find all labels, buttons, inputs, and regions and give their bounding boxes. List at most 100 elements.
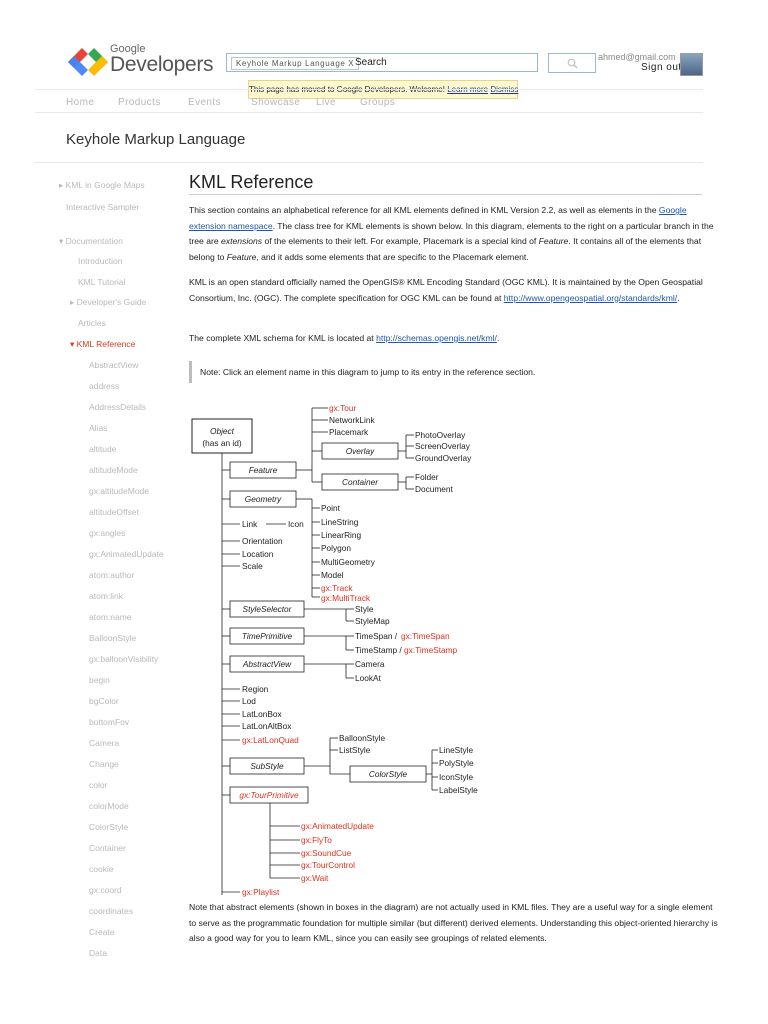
diagram-tour[interactable]: gx:Tour [329,403,356,413]
diagram-networklink[interactable]: NetworkLink [329,415,376,425]
diagram-polygon[interactable]: Polygon [321,543,351,553]
diagram-track[interactable]: gx:Track [321,583,353,593]
diagram-container[interactable]: Container [342,477,379,487]
diagram-liststyle[interactable]: ListStyle [339,745,371,755]
sidebar-item-introduction[interactable]: Introduction [78,256,123,266]
search-input[interactable]: Keyhole Markup Language X Search [226,53,538,72]
sidebar-item-documentation[interactable]: ▾ Documentation [59,236,123,246]
diagram-timeprimitive[interactable]: TimePrimitive [242,631,293,641]
sidebar-item-address[interactable]: address [89,381,120,391]
diagram-colorstyle[interactable]: ColorStyle [369,769,408,779]
sidebar-item-altitudemode[interactable]: altitudeMode [89,465,138,475]
nav-showcase[interactable]: Showcase [251,97,301,108]
diagram-abstractview[interactable]: AbstractView [242,659,292,669]
diagram-wait[interactable]: gx:Wait [301,873,329,883]
diagram-linestyle[interactable]: LineStyle [439,745,474,755]
diagram-model[interactable]: Model [321,570,344,580]
sidebar-item-gx-angles[interactable]: gx:angles [89,528,126,538]
sidebar-item-cookie[interactable]: cookie [89,864,114,874]
diagram-gx-timestamp[interactable]: gx:TimeStamp [404,645,458,655]
diagram-timestamp[interactable]: TimeStamp / [355,645,402,655]
diagram-tourprimitive[interactable]: gx:TourPrimitive [239,790,299,800]
sidebar-item-balloonstyle[interactable]: BalloonStyle [89,633,137,643]
diagram-substyle[interactable]: SubStyle [250,761,284,771]
sign-out-link[interactable]: Sign out [641,62,682,73]
schema-link[interactable]: http://schemas.opengis.net/kml/ [376,333,497,343]
sidebar-item-bottomfov[interactable]: bottomFov [89,717,130,727]
diagram-scale[interactable]: Scale [242,561,263,571]
diagram-latlonaltbox[interactable]: LatLonAltBox [242,721,292,731]
sidebar-item-gx-animatedupdate[interactable]: gx:AnimatedUpdate [89,549,164,559]
diagram-labelstyle[interactable]: LabelStyle [439,785,478,795]
diagram-region[interactable]: Region [242,684,269,694]
sidebar-item-developers-guide[interactable]: ▸ Developer's Guide [70,297,147,307]
sidebar-item-kml-in-google-maps[interactable]: ▸ KML in Google Maps [59,180,145,190]
nav-live[interactable]: Live [316,97,336,108]
search-button[interactable] [548,53,596,73]
diagram-iconstyle[interactable]: IconStyle [439,772,474,782]
diagram-latlonquad[interactable]: gx:LatLonQuad [242,735,299,745]
diagram-linestring[interactable]: LineString [321,517,359,527]
diagram-multitrack[interactable]: gx:MultiTrack [321,593,371,603]
diagram-animatedupdate[interactable]: gx:AnimatedUpdate [301,821,374,831]
diagram-feature[interactable]: Feature [249,465,278,475]
diagram-latlonbox[interactable]: LatLonBox [242,709,283,719]
diagram-stylemap[interactable]: StyleMap [355,616,390,626]
sidebar-item-atom-link[interactable]: atom:link [89,591,124,601]
sidebar-item-addressdetails[interactable]: AddressDetails [89,402,147,412]
diagram-icon[interactable]: Icon [288,519,304,529]
search-scope-chip[interactable]: Keyhole Markup Language X [231,57,360,70]
diagram-lod[interactable]: Lod [242,696,256,706]
avatar[interactable] [680,53,703,76]
diagram-timespan[interactable]: TimeSpan / [355,631,398,641]
diagram-multigeometry[interactable]: MultiGeometry [321,557,376,567]
sidebar-item-altitude[interactable]: altitude [89,444,117,454]
sidebar-item-kml-tutorial[interactable]: KML Tutorial [78,277,126,287]
sidebar-item-color[interactable]: color [89,780,108,790]
sidebar-item-atom-name[interactable]: atom:name [89,612,132,622]
sidebar-item-create[interactable]: Create [89,927,115,937]
sidebar-item-colormode[interactable]: colorMode [89,801,129,811]
diagram-gx-timespan[interactable]: gx:TimeSpan [401,631,450,641]
nav-products[interactable]: Products [118,97,161,108]
sidebar-item-interactive-sampler[interactable]: Interactive Sampler [66,202,140,212]
diagram-document[interactable]: Document [415,484,454,494]
diagram-styleselector[interactable]: StyleSelector [243,604,293,614]
nav-groups[interactable]: Groups [360,97,396,108]
sidebar-item-alias[interactable]: Alias [89,423,108,433]
sidebar-item-gx-coord[interactable]: gx:coord [89,885,122,895]
diagram-style[interactable]: Style [355,604,374,614]
kml-class-tree-diagram[interactable]: Object (has an id) Feature Overlay Conta… [170,395,510,900]
nav-home[interactable]: Home [66,97,95,108]
diagram-playlist[interactable]: gx:Playlist [242,887,280,897]
sidebar-item-data[interactable]: Data [89,948,107,958]
diagram-overlay[interactable]: Overlay [346,446,375,456]
diagram-photooverlay[interactable]: PhotoOverlay [415,430,466,440]
nav-events[interactable]: Events [188,97,221,108]
sidebar-item-container[interactable]: Container [89,843,126,853]
diagram-camera[interactable]: Camera [355,659,385,669]
diagram-soundcue[interactable]: gx:SoundCue [301,848,352,858]
sidebar-item-camera[interactable]: Camera [89,738,120,748]
diagram-tourcontrol[interactable]: gx:TourControl [301,860,355,870]
diagram-object[interactable]: Object [210,426,235,436]
diagram-screenoverlay[interactable]: ScreenOverlay [415,441,471,451]
diagram-geometry[interactable]: Geometry [245,494,282,504]
diagram-point[interactable]: Point [321,503,341,513]
diagram-placemark[interactable]: Placemark [329,427,369,437]
sidebar-item-articles[interactable]: Articles [78,318,106,328]
diagram-lookat[interactable]: LookAt [355,673,382,683]
diagram-location[interactable]: Location [242,549,274,559]
google-extension-namespace-link[interactable]: Google extension namespace [189,205,687,231]
diagram-folder[interactable]: Folder [415,472,439,482]
sidebar-item-gx-balloonvisibility[interactable]: gx:balloonVisibility [89,654,159,664]
sidebar-item-colorstyle[interactable]: ColorStyle [89,822,129,832]
sidebar-item-gx-altitudemode[interactable]: gx:altitudeMode [89,486,150,496]
sidebar-item-abstractview[interactable]: AbstractView [89,360,139,370]
sidebar-item-change[interactable]: Change [89,759,119,769]
google-developers-logo-icon[interactable] [64,42,214,82]
diagram-polystyle[interactable]: PolyStyle [439,758,474,768]
sidebar-item-bgcolor[interactable]: bgColor [89,696,119,706]
sidebar-item-coordinates[interactable]: coordinates [89,906,133,916]
diagram-linearring[interactable]: LinearRing [321,530,362,540]
